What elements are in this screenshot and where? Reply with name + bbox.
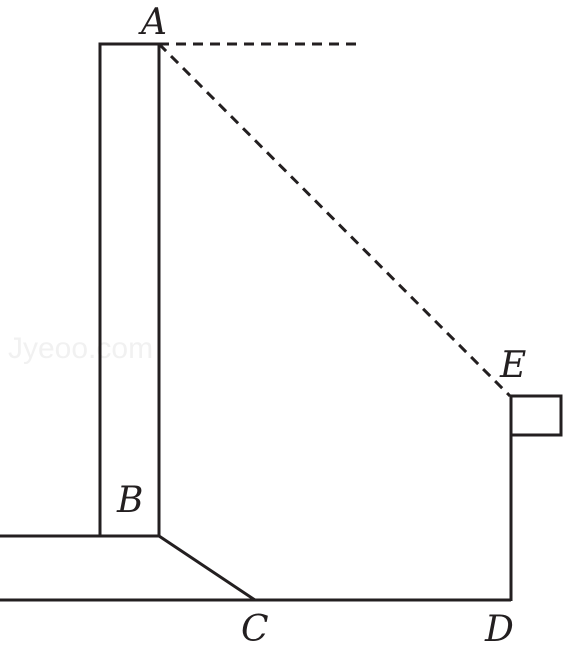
building-ab (98, 42, 161, 538)
slope-bc (158, 534, 256, 602)
label-a: A (138, 2, 167, 43)
watermark-text: Jyeoo.com (8, 332, 153, 365)
label-b: B (116, 480, 143, 521)
sightline-ae (157, 42, 512, 398)
label-c: C (241, 609, 269, 647)
instrument-box (509, 394, 563, 437)
label-e: E (499, 345, 526, 386)
label-d: D (484, 609, 514, 647)
